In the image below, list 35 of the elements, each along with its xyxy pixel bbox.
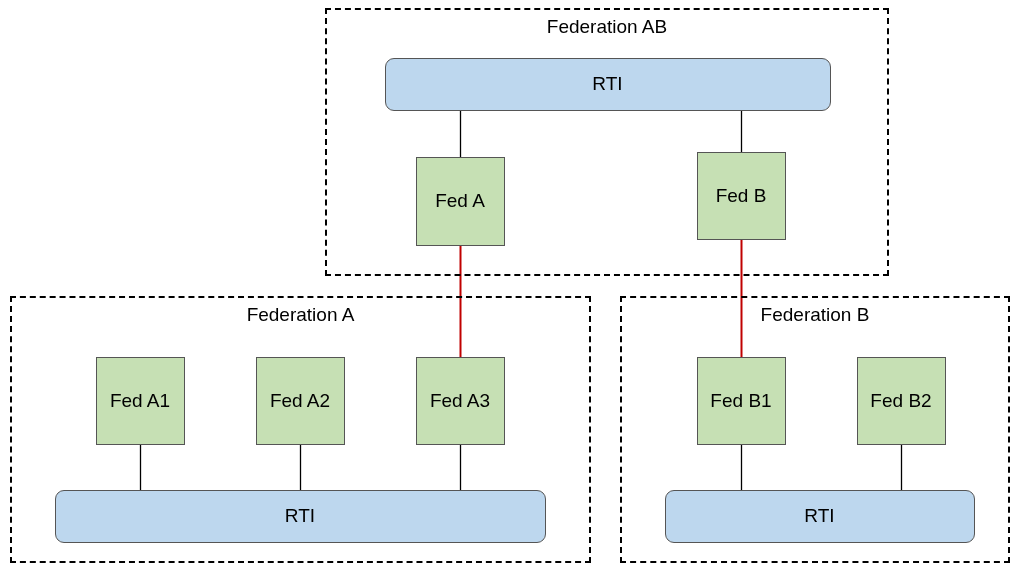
node-label: Fed A <box>435 190 485 212</box>
connector-line <box>459 444 462 491</box>
node-label: Fed A3 <box>429 389 491 412</box>
federate-box <box>696 356 786 445</box>
connector-line <box>299 444 302 491</box>
node-label: Fed A1 <box>109 389 171 412</box>
federation-title: Federation AB <box>546 16 668 38</box>
federation-boundary <box>10 296 591 563</box>
connector-line <box>740 239 743 358</box>
node-label: Fed B2 <box>870 389 932 412</box>
connector-line <box>740 110 743 153</box>
federate-box <box>856 356 946 445</box>
node-label: Fed A2 <box>269 389 331 412</box>
federate-box <box>415 156 505 246</box>
rti-bar <box>384 57 831 111</box>
node-label: RTI <box>804 505 835 527</box>
federate-box <box>95 356 185 445</box>
connector-line <box>740 444 743 491</box>
federate-box <box>415 356 505 445</box>
node-label: RTI <box>284 505 316 527</box>
federate-box <box>255 356 345 445</box>
node-label: Fed B1 <box>710 389 772 412</box>
connector-line <box>459 110 462 158</box>
rti-bar <box>54 489 546 543</box>
rti-bar <box>664 489 975 543</box>
connector-line <box>459 245 462 358</box>
federate-box <box>696 151 786 240</box>
node-label: RTI <box>592 73 623 95</box>
federation-boundary <box>325 8 889 276</box>
node-label: Fed B <box>715 184 767 207</box>
connector-line <box>139 444 142 491</box>
federation-boundary <box>620 296 1010 563</box>
federation-title: Federation B <box>760 304 870 326</box>
federation-title: Federation A <box>246 304 355 326</box>
connector-line <box>900 444 903 491</box>
